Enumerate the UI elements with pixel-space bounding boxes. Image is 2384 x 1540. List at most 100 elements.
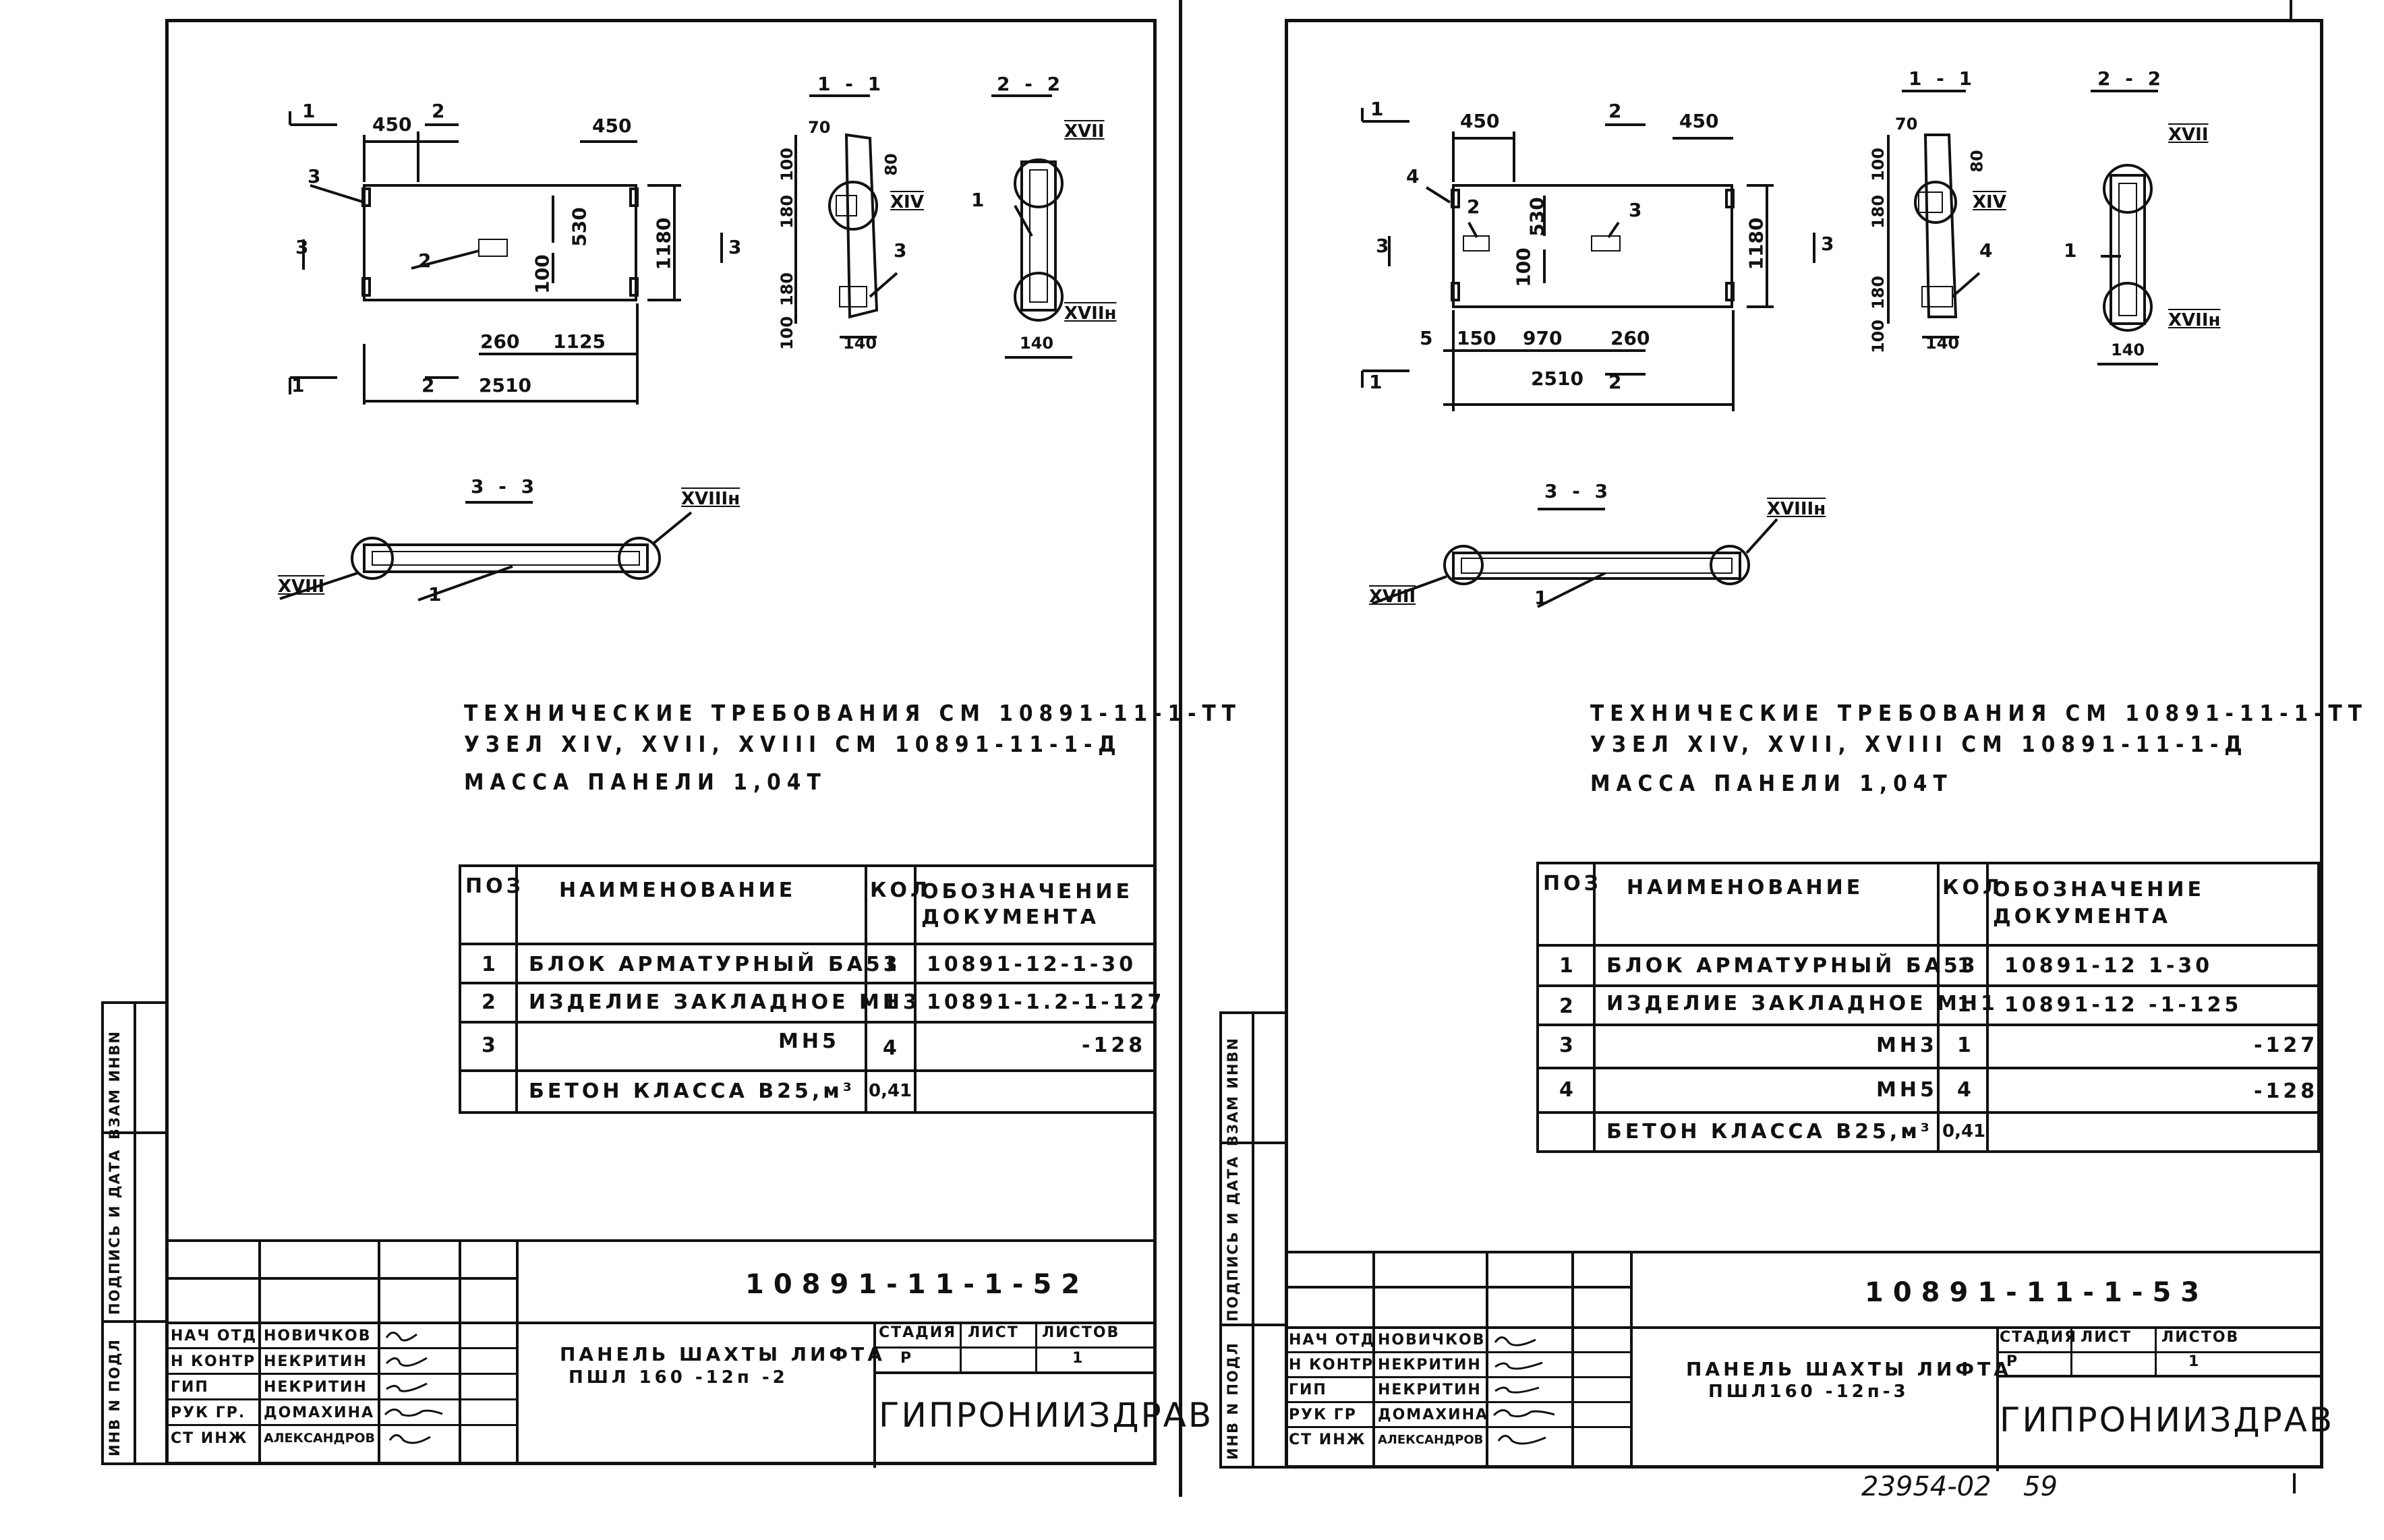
spec-header-name: НАИМЕНОВАНИЕ	[1627, 875, 1864, 899]
sheet-separator	[1179, 0, 1182, 1497]
signatures	[1492, 1336, 1555, 1445]
dim-label: 140	[843, 334, 877, 353]
dim-label: 970	[1523, 327, 1563, 349]
spec-row-qty: 4	[1957, 1077, 1975, 1102]
person-name: НОВИЧКОВ	[264, 1327, 372, 1344]
dim-label: 1180	[1745, 217, 1768, 270]
knot-label: XVIIIн	[681, 489, 740, 509]
dim-label: 260	[480, 330, 520, 353]
knot-references: УЗЕЛ XIV, XVII, XVIII СМ 10891-11-1-Д	[1590, 731, 2248, 757]
section-mark: 2	[1608, 100, 1622, 122]
dim-label: 2510	[479, 374, 531, 396]
role-label: ГИП	[171, 1378, 209, 1396]
role-label: Н КОНТР	[1289, 1357, 1374, 1373]
spec-row-name: БЕТОН КЛАССА В25,м³	[529, 1079, 855, 1103]
product-mark: ПШЛ160 -12п-3	[1708, 1382, 1909, 1402]
spec-header-qty: КОЛ	[870, 878, 931, 902]
tech-requirements: ТЕХНИЧЕСКИЕ ТРЕБОВАНИЯ СМ 10891-11-1-ТТ	[1590, 700, 2368, 726]
dim-label: 70	[808, 118, 831, 137]
knot-label: XIV	[1973, 192, 2006, 212]
position-label: 4	[1406, 165, 1420, 187]
dim-label: 450	[372, 113, 412, 136]
spec-row-qty: 1	[883, 952, 900, 976]
product-name: ПАНЕЛЬ ШАХТЫ ЛИФТА	[1686, 1358, 2012, 1380]
person-name: НЕКРИТИН	[1378, 1357, 1482, 1373]
dim-label: 530	[1525, 197, 1548, 237]
spec-row-name: МН5	[778, 1029, 840, 1053]
section-mark: 1	[302, 100, 316, 122]
dim-label: 80	[1967, 150, 1987, 173]
spec-row-doc: 10891-1.2-1-127	[927, 990, 1165, 1014]
sheets-value: 1	[2188, 1353, 2201, 1370]
section-mark: 1	[291, 374, 305, 396]
knot-label: XVIIIн	[1767, 499, 1826, 519]
dim-label: 180	[1869, 194, 1888, 229]
spec-row-doc: 10891-12 -1-125	[2004, 993, 2242, 1017]
dim-label: 100	[1512, 247, 1535, 287]
position-label: 2	[418, 249, 432, 272]
sheet-header: ЛИСТ	[968, 1324, 1019, 1341]
organization-name: ГИПРОНИИЗДРАВ	[2000, 1400, 2335, 1440]
role-label: РУК ГР.	[171, 1404, 246, 1421]
section-title: 1 - 1	[817, 73, 885, 95]
dim-label: 450	[592, 115, 632, 137]
role-label: СТ ИНЖ	[171, 1429, 248, 1447]
knot-label: XVIII	[278, 576, 325, 597]
sheet-header: ЛИСТ	[2081, 1329, 2132, 1346]
person-name: ДОМАХИНА	[264, 1404, 375, 1421]
dim-label: 260	[1610, 327, 1650, 349]
section-mark: 3	[295, 236, 309, 258]
position-label: 1	[1534, 587, 1548, 609]
stage-value: Р	[900, 1350, 913, 1367]
spec-row-pos: 2	[1559, 994, 1577, 1018]
section-mark: 2	[421, 374, 435, 396]
spec-header-pos: ПОЗ	[465, 874, 524, 898]
person-name: АЛЕКСАНДРОВ	[1378, 1433, 1484, 1447]
section-title: 2 - 2	[997, 73, 1065, 95]
spec-row-qty: 0,41	[869, 1081, 912, 1101]
position-label: 2	[1467, 196, 1480, 218]
dim-label: 180	[1869, 275, 1888, 310]
section-mark: 3	[1821, 233, 1834, 255]
sheets-value: 1	[1072, 1350, 1084, 1367]
signatures	[384, 1332, 443, 1444]
spec-row-name: МН5	[1876, 1077, 1938, 1102]
spec-row-doc: -127	[2254, 1033, 2319, 1057]
album-number: 23954-02	[1861, 1471, 1991, 1502]
person-name: НЕКРИТИН	[264, 1378, 368, 1396]
dim-label: 5	[1420, 327, 1433, 349]
spec-row-pos: 1	[1559, 953, 1577, 978]
document-code: 10891-11-1-53	[1865, 1277, 2209, 1308]
sheet-frame	[1285, 19, 2323, 1469]
section-mark: 1	[1369, 371, 1383, 393]
dim-label: 450	[1679, 110, 1719, 132]
spec-header-doc: ОБОЗНАЧЕНИЕ ДОКУМЕНТА	[921, 880, 1133, 929]
section-title: 3 - 3	[471, 475, 539, 498]
right-edge-mark	[2290, 0, 2292, 20]
knot-label: XVIIн	[2168, 310, 2221, 330]
panel-mass: МАССА ПАНЕЛИ 1,04Т	[1590, 770, 1953, 796]
dim-label: 2510	[1531, 367, 1583, 390]
spec-row-pos: 3	[482, 1033, 499, 1057]
sheet-frame	[165, 19, 1157, 1465]
spec-row-doc: 10891-12 1-30	[2004, 953, 2213, 978]
knot-label: XVII	[1064, 121, 1105, 142]
stage-header: СТАДИЯ	[879, 1324, 957, 1341]
dim-label: 1125	[553, 330, 606, 353]
position-label: 4	[1979, 239, 1993, 262]
role-label: НАЧ ОТД	[1289, 1332, 1376, 1349]
spec-row-qty: 1	[883, 990, 900, 1014]
dim-label: 140	[1020, 334, 1054, 353]
product-name: ПАНЕЛЬ ШАХТЫ ЛИФТА	[560, 1343, 885, 1365]
spec-row-qty: 1	[1957, 1033, 1975, 1057]
section-mark: 3	[1376, 235, 1389, 257]
person-name: НОВИЧКОВ	[1378, 1332, 1486, 1349]
spec-header-pos: ПОЗ	[1543, 871, 1602, 895]
spec-row-pos: 4	[1559, 1077, 1577, 1102]
dim-label: 140	[1925, 334, 1960, 353]
panel-mass: МАССА ПАНЕЛИ 1,04Т	[464, 769, 827, 795]
section-mark: 1	[1370, 98, 1384, 120]
section-title: 1 - 1	[1909, 67, 1977, 90]
